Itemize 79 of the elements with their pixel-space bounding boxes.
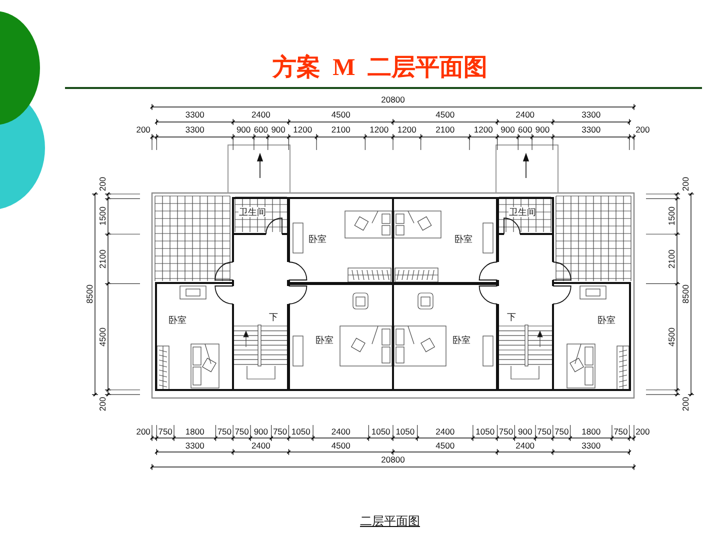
dimension-text: 1200 <box>293 126 312 134</box>
dimension-text: 8500 <box>682 284 690 304</box>
room-label: 卧室 <box>308 234 326 244</box>
dimension-text: 1500 <box>668 206 676 226</box>
dimension-text: 200 <box>636 428 650 436</box>
dimension-text: 1050 <box>476 428 495 436</box>
slide-title: 方案 M 二层平面图 <box>272 54 488 82</box>
dimension-text: 1800 <box>582 428 601 436</box>
dimension-text: 750 <box>614 428 628 436</box>
room-outline <box>392 197 499 285</box>
dimension-text: 20800 <box>381 456 405 464</box>
dimension-text: 600 <box>254 126 268 134</box>
dimension-text: 2100 <box>668 249 676 268</box>
dimension-text: 3300 <box>185 110 204 120</box>
dimension-text: 200 <box>136 428 150 436</box>
dimension-text: 4500 <box>331 110 350 120</box>
dimension-text: 3300 <box>582 110 601 120</box>
dimension-text: 200 <box>682 397 690 412</box>
dimension-text: 4500 <box>331 442 350 450</box>
dimension-text: 900 <box>518 428 532 436</box>
dimension-text: 750 <box>217 428 232 436</box>
dimension-text: 200 <box>98 177 108 192</box>
dimension-text: 2400 <box>251 110 270 120</box>
dimension-text: 750 <box>554 428 569 436</box>
dimension-text: 2400 <box>436 428 455 436</box>
dimension-text: 8500 <box>86 284 94 304</box>
dimension-text: 1050 <box>291 428 310 436</box>
room-label: 卧室 <box>315 335 334 346</box>
room-outline <box>552 282 631 392</box>
dimension-text: 2100 <box>436 126 455 134</box>
dimension-text: 900 <box>236 126 251 134</box>
dimension-text: 900 <box>535 126 550 134</box>
drawing-caption: 二层平面图 <box>360 514 420 528</box>
dimension-text: 750 <box>272 428 288 436</box>
dimension-text: 2400 <box>331 428 350 436</box>
dimension-text: 20800 <box>381 96 405 104</box>
dimension-text: 750 <box>537 428 552 436</box>
room-outline <box>155 282 234 392</box>
dimension-text: 2400 <box>516 442 535 450</box>
dimension-text: 4500 <box>98 327 108 346</box>
dimension-text: 1050 <box>396 428 415 436</box>
room-label: 卫生间 <box>238 207 266 218</box>
dimension-text: 200 <box>636 126 650 134</box>
dimension-text: 3300 <box>582 126 601 134</box>
dimension-text: 1500 <box>98 206 108 226</box>
dimension-text: 200 <box>136 126 150 134</box>
room-label: 下 <box>506 312 516 322</box>
room-label: 卧室 <box>454 234 472 244</box>
room-label: 卫生间 <box>508 207 536 218</box>
dimension-text: 2400 <box>516 110 535 120</box>
dimension-text: 200 <box>98 397 108 412</box>
dimension-text: 3300 <box>582 442 601 450</box>
dimension-text: 4500 <box>436 110 455 120</box>
room-label: 卧室 <box>452 335 470 346</box>
room-label: 卧室 <box>168 315 186 326</box>
dimension-text: 900 <box>271 126 286 134</box>
room-outline <box>392 282 499 392</box>
dimension-text: 3300 <box>185 126 204 134</box>
dimension-text: 2100 <box>98 249 108 268</box>
dimension-text: 900 <box>500 126 515 134</box>
dimension-text: 1200 <box>474 126 493 134</box>
dimension-text: 1050 <box>371 428 390 436</box>
dimension-text: 750 <box>234 428 249 436</box>
dimension-text: 1800 <box>185 428 204 436</box>
dimension-text: 4500 <box>668 327 676 346</box>
dimension-text: 200 <box>682 177 690 192</box>
dimension-text: 900 <box>254 428 268 436</box>
dimension-text: 750 <box>158 428 172 436</box>
room-label: 卧室 <box>597 315 616 326</box>
dimension-text: 1200 <box>370 126 389 134</box>
dimension-text: 2400 <box>251 442 270 450</box>
room-outline <box>287 282 394 392</box>
room-label: 下 <box>268 312 278 322</box>
dimension-text: 4500 <box>436 442 455 450</box>
dimension-text: 600 <box>518 126 532 134</box>
dimension-text: 2100 <box>331 126 350 134</box>
dimension-text: 1200 <box>397 126 416 134</box>
dimension-text: 750 <box>498 428 514 436</box>
dimension-text: 3300 <box>185 442 204 450</box>
